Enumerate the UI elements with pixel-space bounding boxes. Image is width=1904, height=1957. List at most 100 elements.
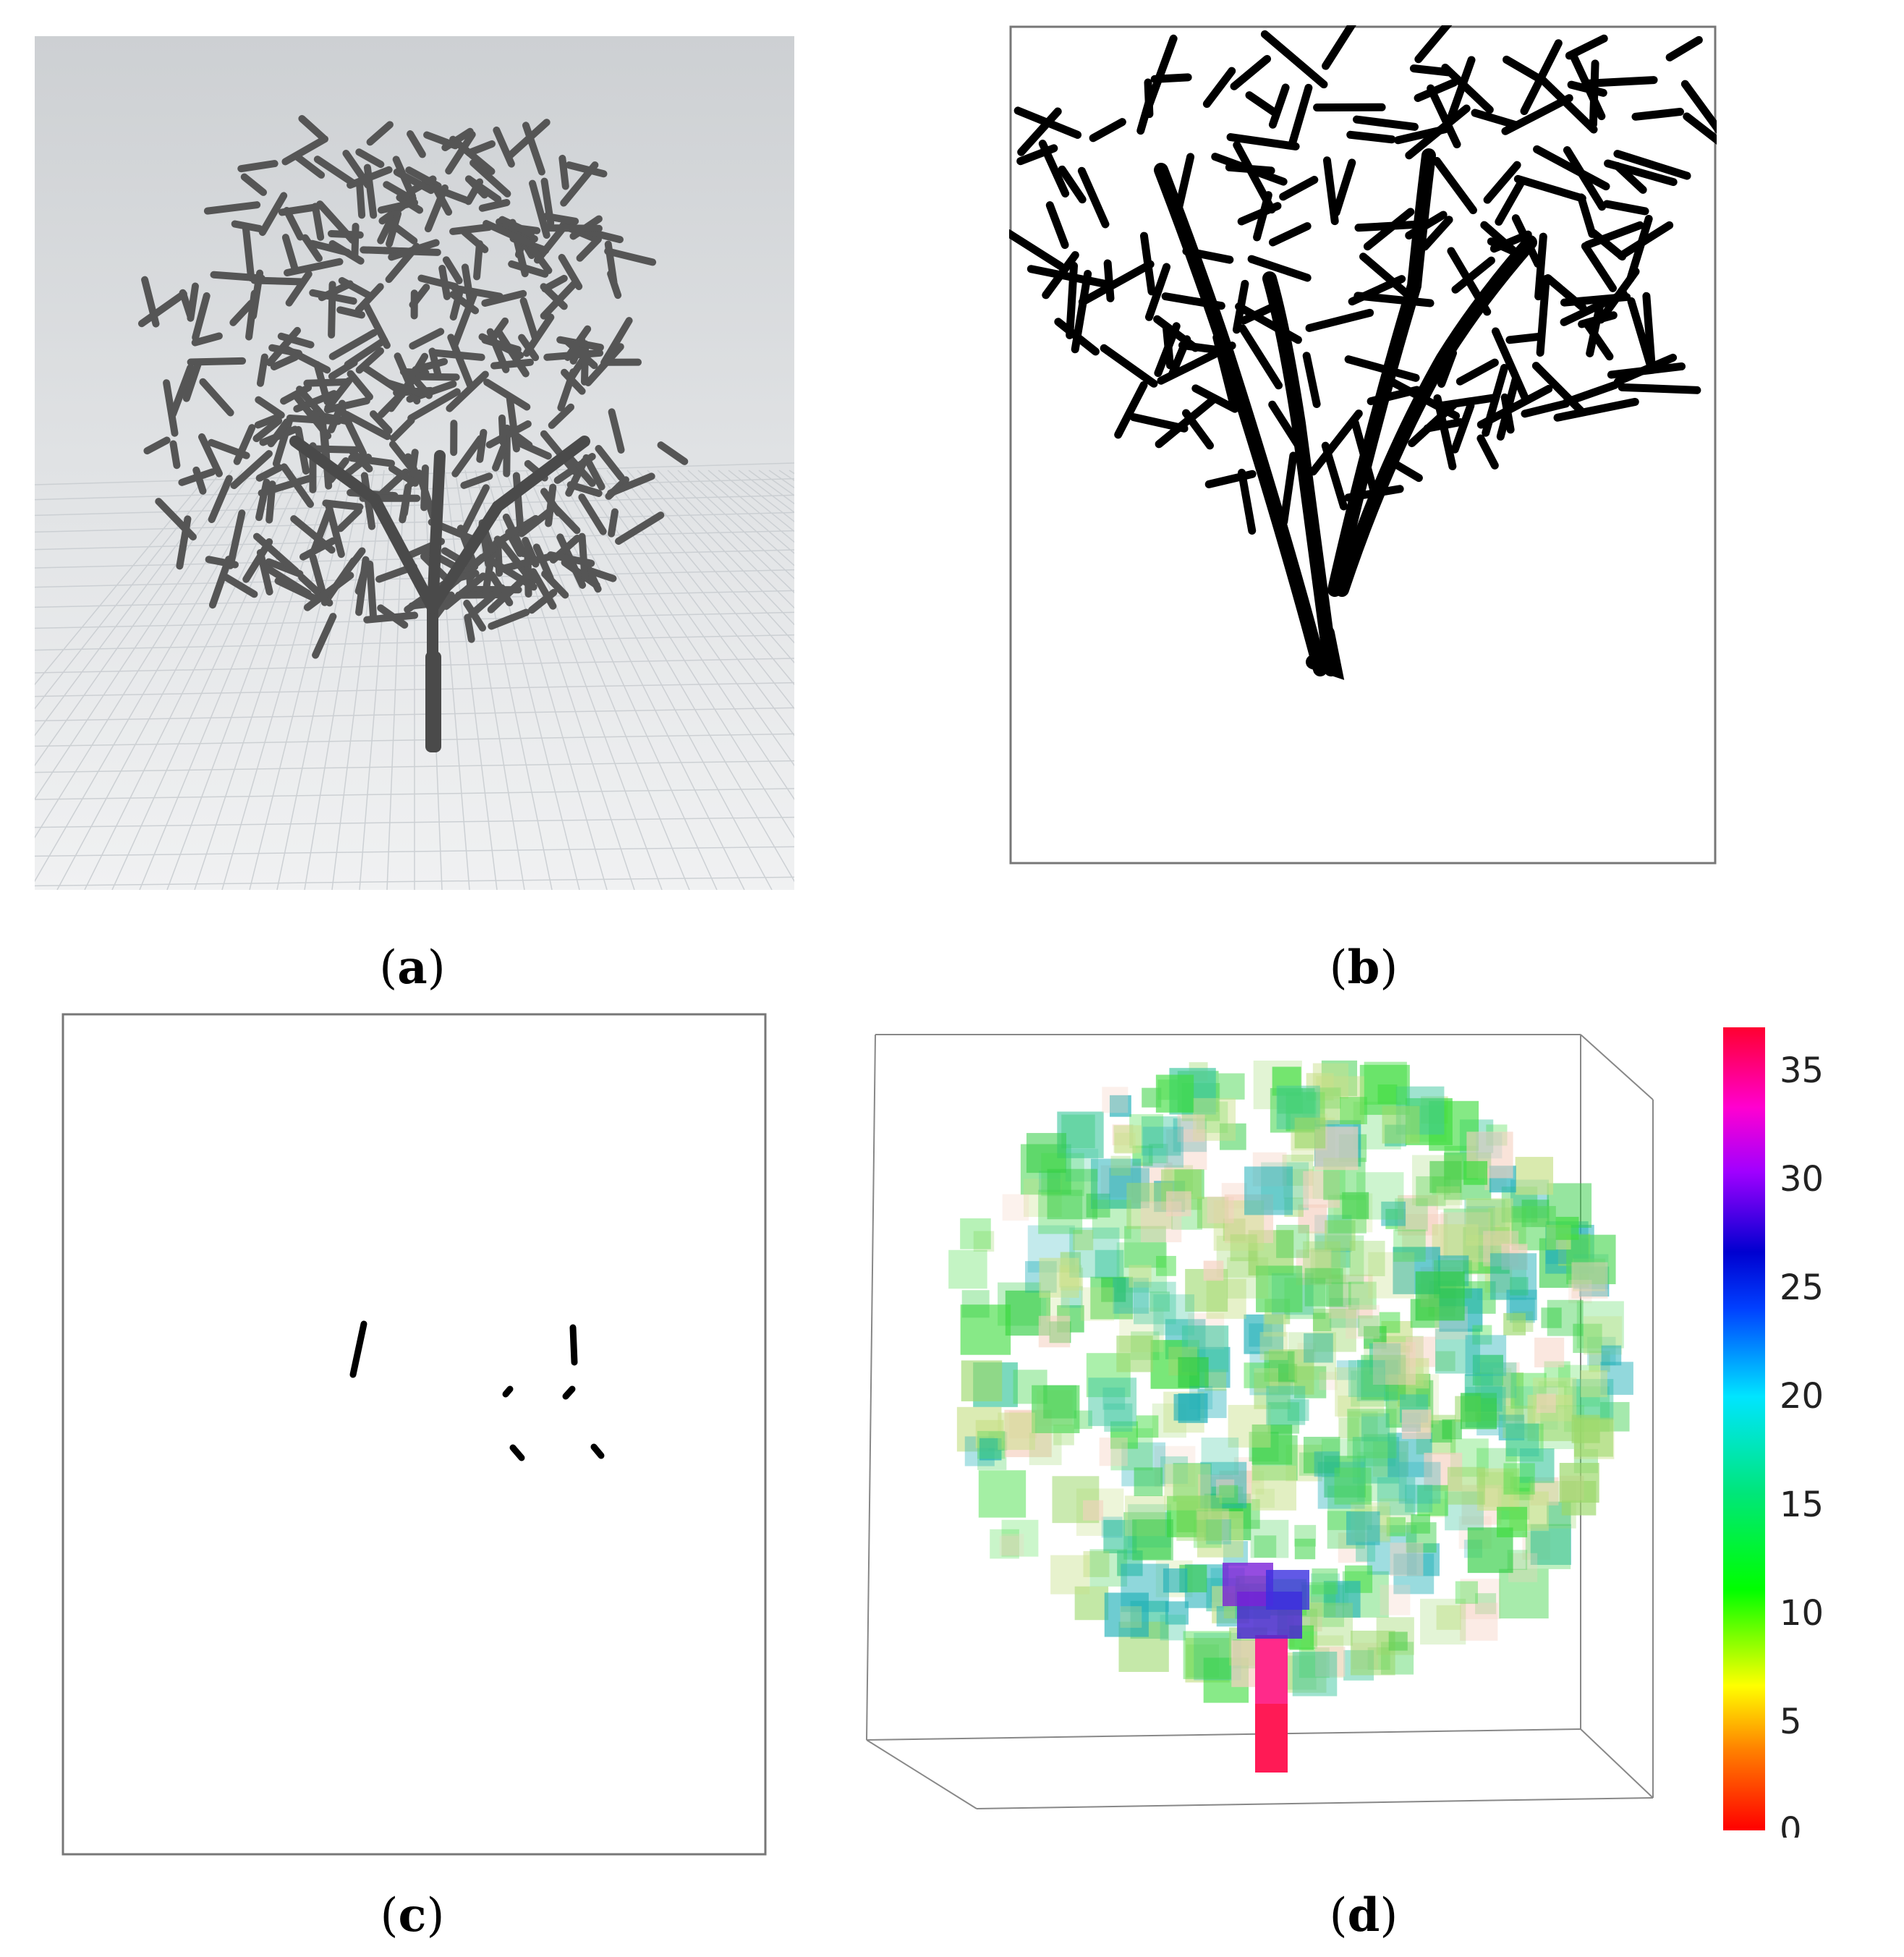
skeleton-plot — [1004, 4, 1734, 865]
branch-segment — [328, 281, 336, 339]
branch-segment — [198, 433, 223, 477]
voxel — [1328, 1274, 1373, 1319]
voxel — [1334, 1467, 1372, 1505]
voxel — [1330, 1247, 1351, 1268]
branch-segment — [473, 239, 484, 281]
skeleton-segment — [1455, 358, 1499, 386]
branch-segment — [313, 156, 357, 187]
branch-segment — [386, 210, 402, 248]
branch-segment — [347, 370, 373, 401]
panel-a-caption: (a) — [379, 941, 446, 995]
branch-segment — [208, 475, 233, 524]
voxel — [1024, 1179, 1062, 1218]
voxel — [1197, 1511, 1244, 1558]
voxel — [1149, 1291, 1170, 1312]
skeleton-segment — [1613, 150, 1691, 180]
voxel — [1142, 1126, 1184, 1168]
branch-segment — [527, 589, 558, 614]
skeleton-segment — [1239, 304, 1275, 325]
branch-segment — [542, 224, 603, 232]
branch-segment — [354, 561, 370, 595]
branch-segment — [252, 532, 299, 575]
voxel — [1299, 1452, 1323, 1476]
voxel — [1530, 1524, 1571, 1565]
voxel — [1039, 1257, 1079, 1298]
voxel — [977, 1430, 1006, 1459]
branch-segment — [468, 584, 506, 618]
floor-grid-line — [0, 470, 233, 784]
voxel — [1460, 1579, 1501, 1620]
voxel — [1304, 1333, 1333, 1363]
branch-segment — [532, 543, 554, 582]
branch-segment — [483, 220, 536, 248]
voxel — [1508, 1553, 1538, 1582]
voxel — [1411, 1514, 1430, 1534]
skeleton-segment — [1627, 297, 1655, 371]
skeleton-segment — [1100, 344, 1158, 388]
voxel — [1092, 1200, 1131, 1239]
branch-segment — [336, 507, 362, 532]
skeleton-segment — [1245, 91, 1278, 116]
voxel — [1335, 1367, 1385, 1417]
voxel — [1351, 1630, 1395, 1676]
skeleton-segment — [1483, 161, 1521, 204]
floor-grid-line — [444, 470, 498, 891]
branch-segment — [268, 344, 303, 357]
voxel — [1573, 1323, 1602, 1354]
branch-segment — [281, 234, 299, 274]
branch-segment — [366, 121, 394, 146]
skeleton-segment — [1279, 176, 1319, 201]
voxel — [1547, 1299, 1584, 1336]
skeleton-segment — [1489, 230, 1532, 253]
voxel — [1376, 1617, 1414, 1655]
floor-grid-line — [556, 470, 800, 891]
voxel — [1001, 1534, 1024, 1556]
voxel — [1193, 1098, 1236, 1141]
voxel — [1312, 1312, 1332, 1332]
branch-segment — [442, 256, 463, 284]
colorbar-tick-label: 35 — [1780, 1050, 1824, 1091]
skeleton-segment — [1581, 242, 1617, 292]
branch-segment — [407, 388, 461, 423]
skeleton-segment — [1534, 232, 1547, 301]
colorbar-tick-label: 0 — [1780, 1810, 1802, 1838]
voxel — [1038, 1315, 1071, 1348]
branch-segment — [344, 336, 388, 368]
branch-segment — [328, 399, 346, 433]
branch-segment — [557, 368, 577, 412]
voxel — [1601, 1345, 1622, 1366]
branch-segment — [341, 454, 373, 479]
branch-segment — [445, 130, 476, 175]
skeleton-segment — [1405, 104, 1471, 160]
branch-segment — [460, 472, 493, 489]
voxel — [1415, 1271, 1465, 1321]
voxel — [1398, 1358, 1429, 1389]
voxel — [1041, 1152, 1084, 1197]
voxel — [1364, 1061, 1407, 1105]
branch-segment — [369, 410, 393, 435]
branch-segment — [464, 614, 475, 643]
voxel — [1254, 1535, 1277, 1558]
branch-segment — [191, 332, 223, 347]
voxel — [1442, 1419, 1462, 1440]
branch-segment — [423, 131, 459, 150]
voxel — [1460, 1393, 1497, 1430]
branch-segment — [492, 443, 508, 472]
voxel — [1555, 1216, 1579, 1240]
voxel — [1126, 1182, 1173, 1229]
skeleton-segment — [1617, 221, 1674, 260]
skeleton-segment — [1204, 470, 1257, 488]
branch-segment — [316, 200, 357, 244]
voxel — [1080, 1287, 1115, 1321]
skeleton-segment — [1491, 327, 1529, 402]
voxel — [1200, 1461, 1247, 1508]
branch-segment — [459, 484, 490, 536]
branch-segment — [608, 508, 619, 538]
voxel — [1303, 1436, 1340, 1474]
branch-segment — [412, 357, 449, 373]
voxel — [1571, 1262, 1608, 1299]
voxel — [1496, 1506, 1528, 1537]
floor-grid-line — [166, 470, 324, 891]
voxel — [1120, 1606, 1142, 1628]
voxel — [1401, 1409, 1432, 1439]
